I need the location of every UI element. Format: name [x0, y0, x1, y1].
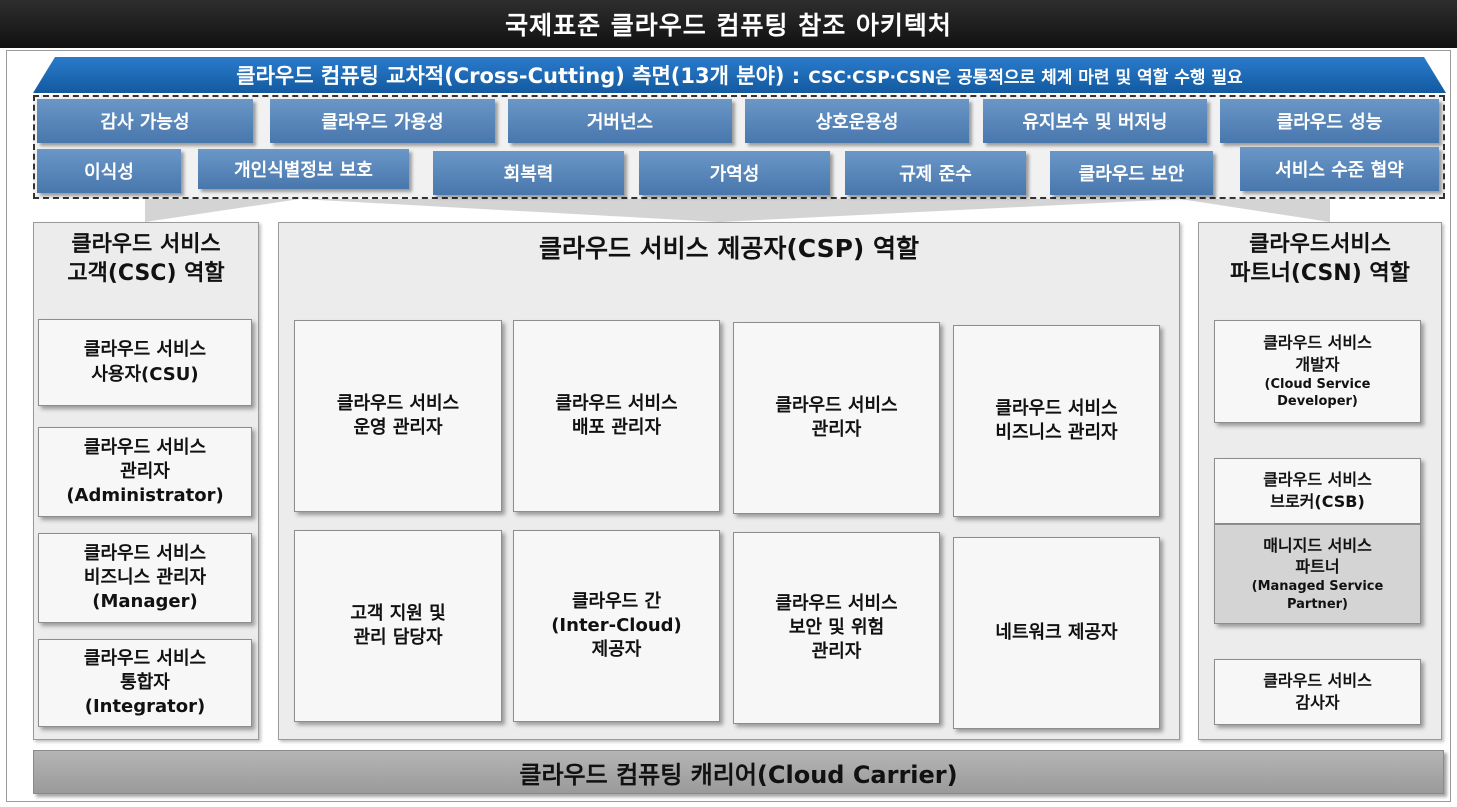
role-line2: 비즈니스 관리자: [83, 566, 207, 588]
csp-role-deployment-manager: 클라우드 서비스 배포 관리자: [513, 320, 720, 512]
role-line1: 클라우드 서비스: [775, 394, 898, 416]
role-line1: 클라우드 서비스: [83, 647, 207, 669]
role-line1: 클라우드 서비스: [83, 436, 207, 458]
cloud-carrier-bar: 클라우드 컴퓨팅 캐리어(Cloud Carrier): [33, 750, 1444, 794]
csp-role-operations-manager: 클라우드 서비스 운영 관리자: [294, 320, 502, 512]
role-line1: 클라우드 서비스: [1263, 333, 1372, 353]
csc-role-business-manager: 클라우드 서비스 비즈니스 관리자 (Manager): [38, 533, 252, 623]
csp-role-service-manager: 클라우드 서비스 관리자: [733, 322, 940, 514]
cc-tile-interoperability: 상호운용성: [745, 99, 969, 143]
cc-tile-sla: 서비스 수준 협약: [1240, 147, 1439, 191]
role-line2: 관리 담당자: [353, 627, 443, 648]
role-line2: 관리자: [811, 419, 862, 440]
cc-tile-auditability: 감사 가능성: [37, 99, 253, 143]
cc-tile-reversibility: 가역성: [639, 151, 830, 195]
role-line1: 클라우드 서비스: [336, 392, 460, 414]
cross-cutting-header-note: CSC·CSP·CSN은 공통적으로 체계 마련 및 역할 수행 필요: [808, 67, 1243, 88]
role-line3: (Integrator): [84, 696, 206, 718]
page-title: 국제표준 클라우드 컴퓨팅 참조 아키텍처: [0, 0, 1457, 48]
cross-cutting-header: 클라우드 컴퓨팅 교차적(Cross-Cutting) 측면(13개 분야) :…: [33, 57, 1446, 93]
csc-role-integrator: 클라우드 서비스 통합자 (Integrator): [38, 639, 252, 727]
role-line3: 관리자: [811, 641, 862, 663]
role-line1: 네트워크 제공자: [995, 621, 1118, 643]
role-line2: (Inter-Cloud): [551, 614, 682, 636]
cc-tile-resiliency: 회복력: [433, 151, 624, 195]
role-line2: 통합자: [120, 671, 170, 693]
csc-role-user: 클라우드 서비스 사용자(CSU): [38, 319, 252, 406]
csc-title-line2: 고객(CSC) 역할: [67, 260, 225, 286]
csn-role-managed-service-partner: 매니지드 서비스 파트너 (Managed Service Partner): [1214, 524, 1421, 624]
role-line2: 운영 관리자: [353, 417, 443, 438]
csc-panel-title: 클라우드 서비스 고객(CSC) 역할: [34, 231, 258, 288]
role-line1: 고객 지원 및: [350, 602, 446, 624]
csp-role-network-provider: 네트워크 제공자: [953, 537, 1160, 729]
csp-role-inter-cloud-provider: 클라우드 간 (Inter-Cloud) 제공자: [513, 530, 720, 722]
funnel-csc: [145, 199, 300, 222]
csn-panel-title: 클라우드서비스 파트너(CSN) 역할: [1199, 231, 1441, 288]
csp-role-customer-support: 고객 지원 및 관리 담당자: [294, 530, 502, 722]
csp-role-security-risk-manager: 클라우드 서비스 보안 및 위험 관리자: [733, 532, 940, 724]
cc-tile-availability: 클라우드 가용성: [270, 99, 495, 143]
role-line3: (Managed Service: [1251, 579, 1384, 595]
csn-role-auditor: 클라우드 서비스 감사자: [1214, 659, 1421, 725]
role-line1: 클라우드 서비스: [555, 392, 678, 414]
cc-tile-pii-protection: 개인식별정보 보호: [198, 149, 409, 189]
role-line1: 클라우드 서비스: [83, 339, 207, 361]
csn-role-broker: 클라우드 서비스 브로커(CSB): [1214, 458, 1421, 524]
csn-title-line2: 파트너(CSN) 역할: [1230, 260, 1410, 286]
role-line4: Developer): [1277, 394, 1358, 410]
role-line2: 파트너: [1295, 557, 1340, 577]
role-line1: 클라우드 서비스: [775, 592, 898, 614]
role-line2: 브로커(CSB): [1270, 492, 1365, 511]
role-line1: 클라우드 서비스: [83, 542, 207, 564]
role-line1: 클라우드 서비스: [1263, 671, 1372, 691]
role-line2: 사용자(CSU): [91, 363, 199, 385]
role-line3: (Manager): [92, 591, 198, 613]
csp-panel-title: 클라우드 서비스 제공자(CSP) 역할: [538, 234, 920, 263]
cc-tile-governance: 거버넌스: [508, 99, 732, 143]
role-line2: 배포 관리자: [571, 417, 662, 438]
cc-tile-portability: 이식성: [37, 149, 181, 193]
csc-role-administrator: 클라우드 서비스 관리자 (Administrator): [38, 427, 252, 517]
cross-cutting-header-title: 클라우드 컴퓨팅 교차적(Cross-Cutting) 측면(13개 분야) :: [236, 64, 801, 88]
role-line1: 매니지드 서비스: [1263, 535, 1372, 555]
role-line3: (Administrator): [66, 485, 224, 507]
cc-tile-performance: 클라우드 성능: [1220, 99, 1439, 143]
role-line2: 감사자: [1295, 693, 1340, 712]
role-line1: 클라우드 간: [571, 590, 662, 612]
role-line1: 클라우드 서비스: [1263, 470, 1372, 490]
cc-tile-maintenance-versioning: 유지보수 및 버저닝: [983, 99, 1207, 143]
csn-title-line1: 클라우드서비스: [1249, 232, 1391, 257]
role-line2: 비즈니스 관리자: [995, 422, 1118, 443]
cc-tile-security: 클라우드 보안: [1050, 151, 1213, 195]
role-line2: 개발자: [1295, 354, 1340, 374]
csc-title-line1: 클라우드 서비스: [71, 232, 221, 257]
role-line2: 보안 및 위험: [788, 616, 885, 638]
role-line3: (Cloud Service: [1264, 376, 1371, 392]
role-line3: 제공자: [591, 639, 642, 661]
role-line2: 관리자: [120, 460, 170, 482]
funnel-csp: [300, 199, 1180, 222]
role-line1: 클라우드 서비스: [995, 397, 1118, 419]
role-line4: Partner): [1286, 596, 1348, 612]
cc-tile-regulatory: 규제 준수: [845, 151, 1026, 195]
funnel-csn: [1180, 199, 1330, 222]
csp-role-business-manager: 클라우드 서비스 비즈니스 관리자: [953, 325, 1160, 517]
csn-role-developer: 클라우드 서비스 개발자 (Cloud Service Developer): [1214, 320, 1421, 423]
